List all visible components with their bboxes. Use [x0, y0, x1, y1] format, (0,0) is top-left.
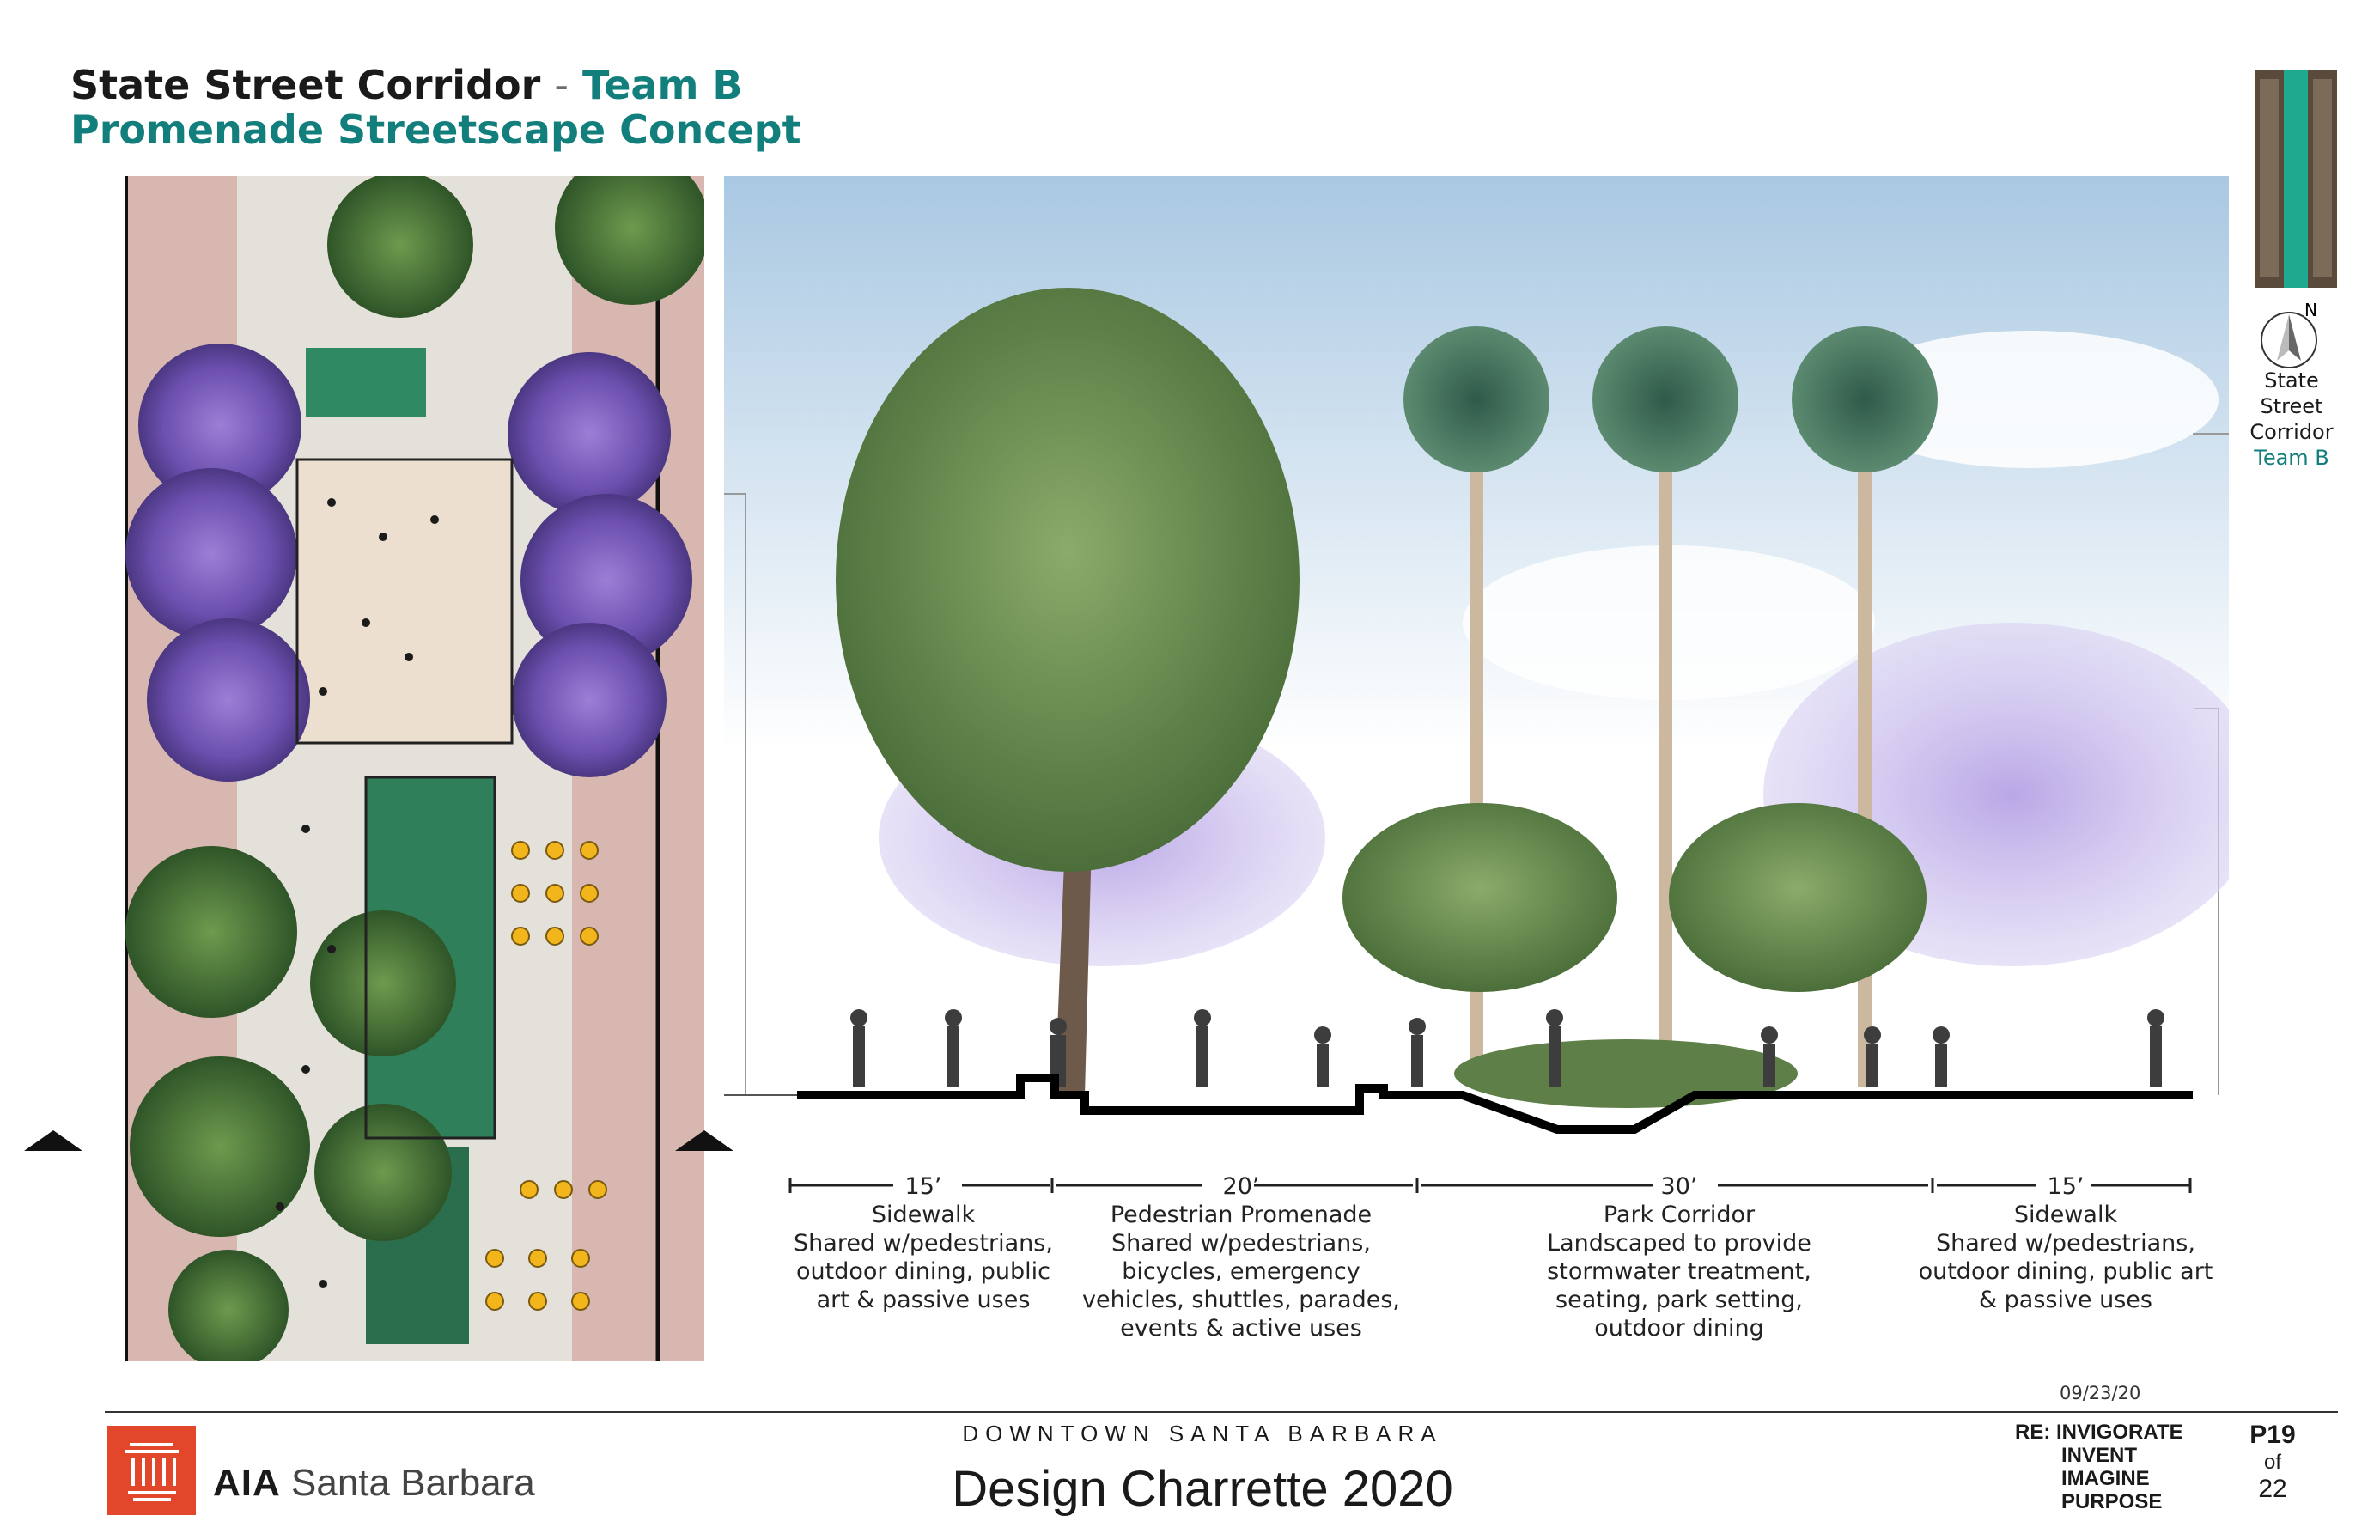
- title-main: State Street Corridor: [70, 62, 541, 108]
- event-title: Design Charrette 2020: [952, 1461, 1453, 1517]
- north-arrow-icon: N: [2260, 300, 2323, 369]
- dimension-desc: vehicles, shuttles, parades,: [1082, 1287, 1400, 1313]
- north-letter: N: [2304, 301, 2317, 320]
- key-label-line1: State: [2264, 368, 2319, 393]
- dimension-title: Sidewalk: [2013, 1202, 2118, 1228]
- dimension-promenade: 20’ Pedestrian Promenade Shared w/pedest…: [1069, 1172, 1413, 1342]
- dimension-desc: Landscaped to provide: [1547, 1230, 1811, 1257]
- dimension-sidewalk-right: 15’ Sidewalk Shared w/pedestrians, outdo…: [1907, 1172, 2225, 1314]
- street-section-drawing: [724, 176, 2229, 1134]
- page-title: State Street Corridor - Team B: [70, 62, 742, 108]
- key-label-line3: Corridor: [2249, 420, 2334, 444]
- dimension-desc: bicycles, emergency: [1122, 1258, 1360, 1285]
- dimension-width: 30’: [1660, 1173, 1698, 1200]
- page-current: P19: [2249, 1421, 2296, 1449]
- dimension-width: 15’: [904, 1173, 942, 1200]
- dimension-desc: Shared w/pedestrians,: [794, 1230, 1053, 1257]
- key-label-line4: Team B: [2254, 446, 2329, 470]
- page-total: 22: [2258, 1475, 2287, 1503]
- dimension-desc: Shared w/pedestrians,: [1111, 1230, 1371, 1257]
- dimension-desc: Shared w/pedestrians,: [1936, 1230, 2195, 1257]
- dimension-lines: [786, 1172, 2194, 1198]
- dimension-desc: stormwater treatment,: [1547, 1258, 1811, 1285]
- title-team: Team B: [581, 62, 743, 108]
- dimension-title: Park Corridor: [1603, 1202, 1756, 1228]
- re-item: INVIGORATE: [2056, 1421, 2183, 1444]
- org-city: Santa Barbara: [291, 1462, 535, 1504]
- dimension-title: Sidewalk: [871, 1202, 976, 1228]
- dimension-desc: outdoor dining: [1594, 1315, 1764, 1342]
- dimension-width: 15’: [2047, 1173, 2085, 1200]
- dimension-width: 20’: [1222, 1173, 1260, 1200]
- dimension-title: Pedestrian Promenade: [1110, 1202, 1373, 1228]
- dimension-park-corridor: 30’ Park Corridor Landscaped to provide …: [1525, 1172, 1834, 1342]
- dimension-sidewalk-left: 15’ Sidewalk Shared w/pedestrians, outdo…: [777, 1172, 1069, 1314]
- date-stamp: 09/23/20: [2060, 1383, 2141, 1403]
- re-prefix: RE:: [2015, 1421, 2051, 1444]
- dimension-desc: outdoor dining, public art: [1918, 1258, 2213, 1285]
- dimension-desc: art & passive uses: [816, 1287, 1031, 1313]
- re-list: RE: INVIGORATE INVENT IMAGINE PURPOSE: [2015, 1421, 2183, 1513]
- dimension-desc: outdoor dining, public: [796, 1258, 1050, 1285]
- plan-view-drawing: [125, 176, 704, 1361]
- page-subtitle: Promenade Streetscape Concept: [70, 107, 801, 153]
- dimension-desc: events & active uses: [1120, 1315, 1362, 1342]
- re-item: IMAGINE: [2061, 1467, 2150, 1490]
- title-separator: -: [554, 62, 569, 108]
- org-bold: AIA: [213, 1462, 281, 1504]
- re-item: PURPOSE: [2061, 1490, 2163, 1513]
- aia-logo-icon: [107, 1426, 196, 1515]
- section-marker-right: [675, 1130, 733, 1151]
- key-map-thumbnail: [2255, 70, 2337, 288]
- page-number: P19 of 22: [2238, 1421, 2307, 1503]
- dimension-desc: & passive uses: [1979, 1287, 2152, 1313]
- section-marker-left: [24, 1130, 82, 1151]
- dimension-desc: seating, park setting,: [1555, 1287, 1803, 1313]
- event-kicker: DOWNTOWN SANTA BARBARA: [962, 1421, 1443, 1446]
- page-of: of: [2263, 1451, 2281, 1474]
- key-map-label: State Street Corridor Team B: [2197, 368, 2380, 471]
- key-label-line2: Street: [2260, 394, 2323, 418]
- re-item: INVENT: [2061, 1444, 2138, 1467]
- organization-name: AIA Santa Barbara: [213, 1462, 535, 1505]
- footer-divider: [105, 1411, 2338, 1413]
